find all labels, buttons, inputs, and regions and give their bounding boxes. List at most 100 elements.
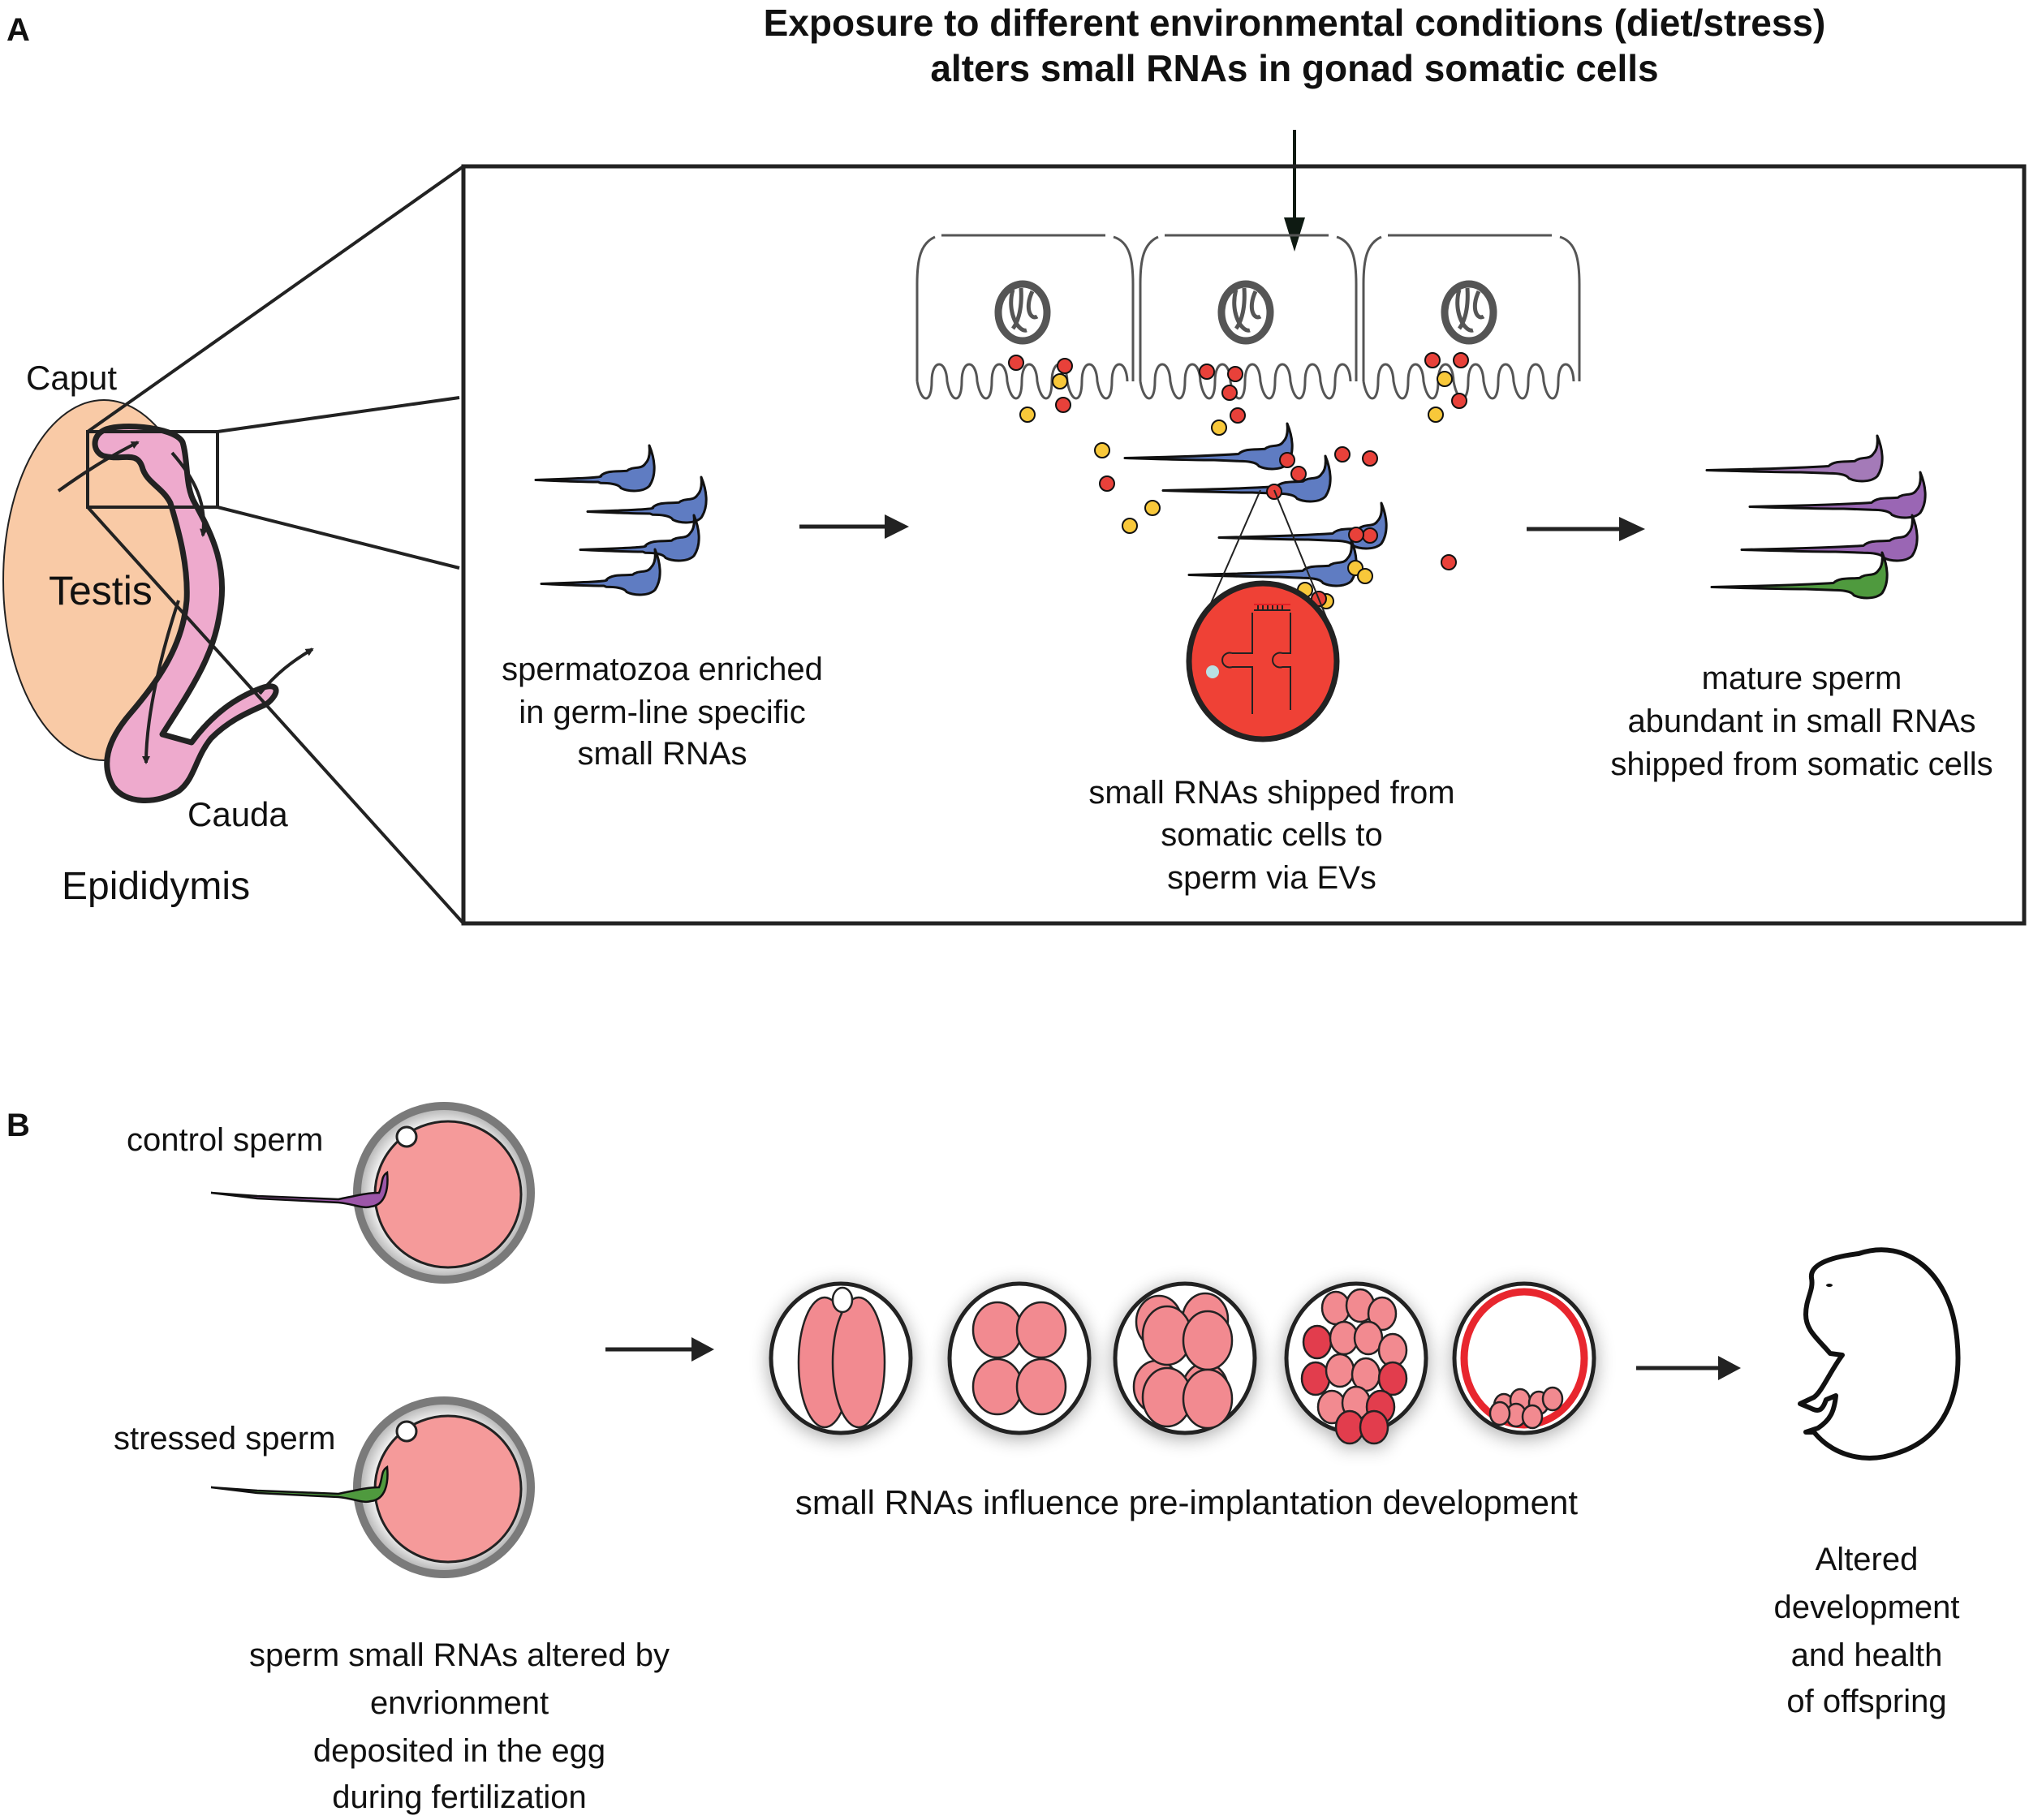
fetus-icon: [1798, 1247, 1961, 1461]
stage2-caption: small RNAs shipped from somatic cells to…: [1088, 775, 1454, 896]
epididymis-label: Epididymis: [62, 865, 250, 908]
sperm: [534, 444, 656, 493]
ev-red: [1334, 446, 1351, 463]
embryo-stage-4: [1284, 1281, 1428, 1445]
blastomere: [1359, 1409, 1389, 1445]
caput-label: Caput: [26, 359, 117, 397]
blastomere: [1377, 1361, 1408, 1396]
ev-yellow: [1122, 518, 1138, 534]
blastomere: [1367, 1296, 1398, 1332]
fertilized-egg: [210, 1102, 535, 1284]
blastomere: [971, 1301, 1023, 1359]
control-sperm-label: control sperm: [127, 1122, 323, 1158]
blastomere: [971, 1357, 1023, 1416]
sperm-group-germline: [534, 444, 708, 596]
preimplantation-embryos: [769, 1281, 1596, 1445]
blastomere: [1015, 1357, 1067, 1416]
caption-line: and health: [1791, 1637, 1943, 1673]
caption-line: in germ-line specific: [519, 695, 805, 730]
polar-body: [395, 1420, 418, 1443]
fertilized-eggs: [210, 1102, 535, 1578]
somatic-cell: [1139, 234, 1358, 400]
oocyte: [373, 1414, 523, 1564]
stage3-caption: mature sperm abundant in small RNAs ship…: [1610, 660, 1992, 782]
ev-red: [1348, 527, 1364, 543]
testis-label: Testis: [49, 568, 153, 613]
development-caption: small RNAs influence pre-implantation de…: [795, 1483, 1578, 1521]
caption-line: sperm via EVs: [1167, 860, 1376, 896]
sperm: [540, 548, 661, 596]
panel-a-label: A: [6, 12, 30, 48]
ev-yellow: [1094, 442, 1110, 458]
embryo-stage-1: [769, 1281, 913, 1435]
sperm: [586, 475, 708, 524]
blastomere: [1015, 1301, 1067, 1359]
ev-red: [1362, 450, 1378, 467]
sperm: [1187, 539, 1358, 587]
rna-cap: [1206, 665, 1219, 678]
blastomere: [1300, 1361, 1331, 1396]
sperm: [579, 514, 700, 562]
sperm-group-mature: [1705, 434, 1927, 600]
ev-red: [1055, 397, 1071, 413]
caption-line: small RNAs: [578, 736, 747, 772]
ev-red: [1441, 554, 1457, 570]
testis-epididymis-illustration: Caput Testis Cauda Epididymis: [2, 165, 465, 925]
sperm: [1748, 471, 1927, 519]
caption-line: sperm small RNAs altered by: [249, 1637, 670, 1673]
blastomere: [1488, 1400, 1511, 1426]
blastomere: [1182, 1368, 1234, 1430]
ev-red: [1290, 466, 1307, 482]
stage1-caption: spermatozoa enriched in germ-line specif…: [502, 652, 823, 772]
caption-line: during fertilization: [332, 1779, 587, 1815]
polar-body: [831, 1286, 854, 1314]
ev-red: [1099, 475, 1115, 492]
caption-line: of offspring: [1786, 1684, 1946, 1719]
oocyte: [373, 1120, 523, 1269]
ev-magnified: [1186, 489, 1340, 742]
ev-yellow: [1019, 407, 1036, 423]
caption-line: mature sperm: [1702, 660, 1902, 696]
caption-line: small RNAs shipped from: [1088, 775, 1454, 811]
ev-red: [1008, 355, 1024, 371]
blastomere: [1302, 1324, 1333, 1360]
embryo-stage-2: [947, 1281, 1092, 1435]
blastomere: [1320, 1290, 1351, 1326]
ev-red: [1221, 385, 1238, 401]
stressed-sperm-label: stressed sperm: [114, 1421, 335, 1456]
somatic-cells: [915, 234, 1581, 400]
nucleus-icon: [1217, 280, 1274, 345]
nucleus-icon: [1441, 280, 1497, 345]
sperm: [1705, 434, 1884, 483]
ev-red: [1279, 452, 1295, 468]
caput-selection-box: [86, 430, 219, 509]
cauda-label: Cauda: [187, 795, 288, 833]
somatic-cell: [1362, 234, 1581, 400]
ev-red: [1227, 366, 1243, 382]
microvilli: [915, 363, 1129, 400]
ev-yellow: [1437, 371, 1453, 387]
ev-yellow: [1211, 420, 1227, 436]
zoom-box: [461, 164, 2027, 926]
caption-line: development: [1773, 1590, 1959, 1625]
extracellular-vesicles: [1008, 352, 1469, 607]
panel-b-label: B: [6, 1108, 30, 1143]
outcome-caption: Altered development and health of offspr…: [1773, 1542, 1959, 1719]
caption-line: envrionment: [370, 1685, 549, 1721]
caption-line: Altered: [1816, 1542, 1919, 1577]
ev-red: [1199, 364, 1215, 380]
somatic-cell: [915, 234, 1135, 400]
panel-a: A Exposure to different environmental co…: [2, 2, 2027, 926]
blastomere: [1521, 1404, 1544, 1430]
ev-yellow: [1357, 568, 1373, 584]
sperm: [1710, 551, 1889, 600]
ev-yellow: [1052, 373, 1068, 389]
ev-red: [1362, 527, 1378, 544]
panel-b: B control sperm stressed sperm sperm sma…: [6, 1102, 1961, 1815]
nucleus-icon: [994, 280, 1051, 345]
blastomere: [1325, 1353, 1355, 1388]
caption-line: shipped from somatic cells: [1610, 747, 1992, 782]
ev-yellow: [1144, 500, 1161, 516]
blastomere: [831, 1296, 886, 1429]
